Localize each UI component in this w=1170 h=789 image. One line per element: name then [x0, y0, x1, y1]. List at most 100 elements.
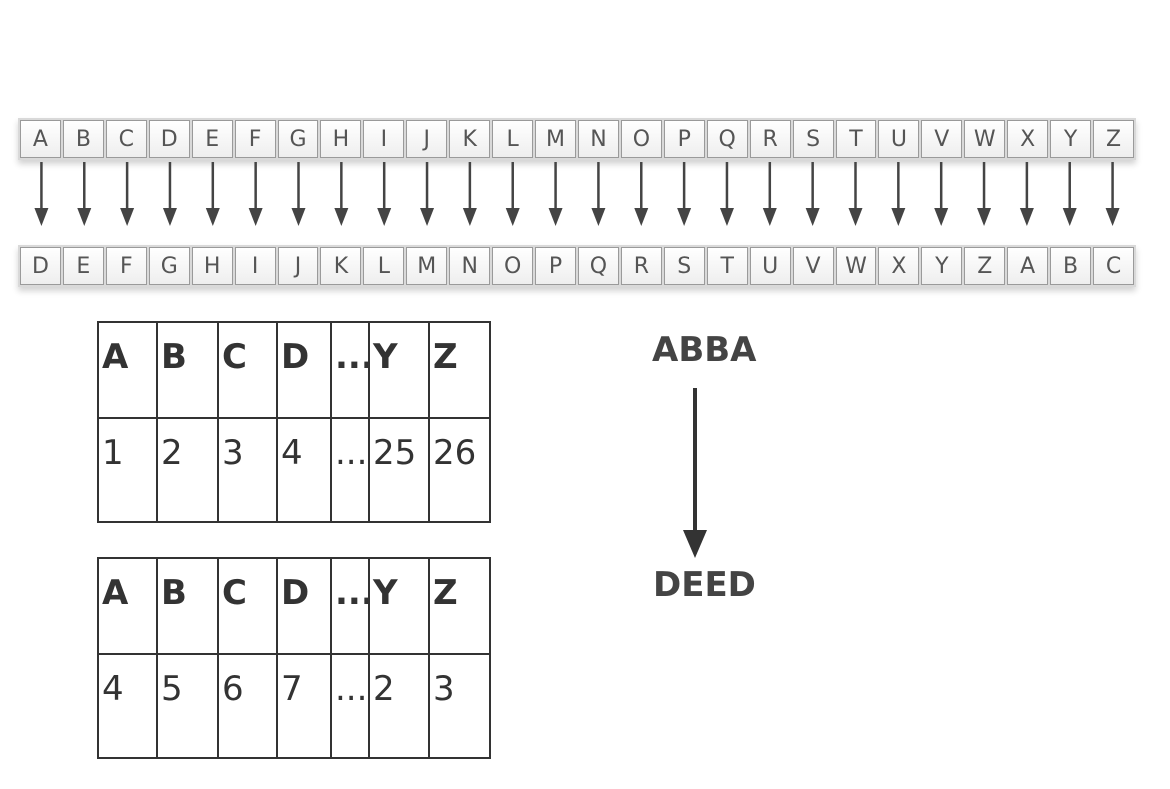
mapping-arrow: [677, 162, 692, 226]
cipher-letter-cell: O: [492, 247, 534, 285]
mapping-arrow: [462, 162, 477, 226]
table-cell: D: [276, 321, 332, 419]
table-cell: Z: [428, 557, 491, 655]
plain-letter-cell: H: [320, 120, 362, 158]
mapping-arrow: [505, 162, 520, 226]
table-cell: B: [156, 557, 219, 655]
plain-letter-cell: J: [406, 120, 448, 158]
table-cell: 6: [217, 653, 278, 759]
plain-letter-cell: R: [749, 120, 791, 158]
plain-letter-cell: N: [577, 120, 619, 158]
mapping-arrow: [548, 162, 563, 226]
cipher-letter-cell: H: [191, 247, 233, 285]
plain-letter-cell: S: [792, 120, 834, 158]
table-cell: 2: [156, 417, 219, 523]
table-cell: Y: [368, 321, 430, 419]
table-cell: 2: [368, 653, 430, 759]
table-cell: A: [97, 557, 158, 655]
mapping-arrow: [719, 162, 734, 226]
cipher-letter-cell: J: [277, 247, 319, 285]
plain-letter-cell: M: [535, 120, 576, 158]
mapping-arrow: [762, 162, 777, 226]
table-header-row: A B C D ... Y Z: [97, 557, 491, 655]
plain-letter-cell: B: [62, 120, 104, 158]
cipher-letter-cell: K: [320, 247, 362, 285]
cipher-letter-cell: D: [20, 247, 61, 285]
cipher-letter-cell: T: [706, 247, 748, 285]
table-cell: 1: [97, 417, 158, 523]
plain-letter-cell: F: [234, 120, 276, 158]
plain-letter-cell: W: [964, 120, 1006, 158]
cipher-letter-cell: C: [1093, 247, 1134, 285]
plain-letter-cell: C: [105, 120, 147, 158]
mapping-arrow: [291, 162, 306, 226]
cipher-letter-cell: L: [363, 247, 405, 285]
cipher-letter-cell: P: [535, 247, 576, 285]
cipher-letter-cell: X: [878, 247, 920, 285]
mapping-arrow: [248, 162, 263, 226]
cipher-letter-cell: N: [449, 247, 491, 285]
table-cell: 25: [368, 417, 430, 523]
plain-letter-cell: P: [663, 120, 705, 158]
cipher-letter-cell: F: [105, 247, 147, 285]
cipher-letter-cell: M: [406, 247, 448, 285]
mapping-arrow: [77, 162, 92, 226]
mapping-arrow: [634, 162, 649, 226]
plain-letter-cell: A: [20, 120, 61, 158]
mapping-arrow: [805, 162, 820, 226]
cipher-letter-cell: Z: [964, 247, 1006, 285]
table-value-row: 4 5 6 7 ... 2 3: [97, 653, 491, 759]
table-cell: ...: [330, 321, 370, 419]
table-cell: 3: [217, 417, 278, 523]
mapping-arrow: [205, 162, 220, 226]
table-cell: B: [156, 321, 219, 419]
mapping-arrow: [1019, 162, 1034, 226]
plain-letter-cell: Q: [706, 120, 748, 158]
mapping-arrow: [120, 162, 135, 226]
letter-to-number-table: A B C D ... Y Z 1 2 3 4 ... 25 26: [97, 321, 491, 523]
table-cell: C: [217, 557, 278, 655]
cipher-letter-cell: V: [792, 247, 834, 285]
plain-letter-cell: L: [492, 120, 534, 158]
cipher-letter-cell: I: [234, 247, 276, 285]
shifted-letter-number-table: A B C D ... Y Z 4 5 6 7 ... 2 3: [97, 557, 491, 759]
table-cell: 26: [428, 417, 491, 523]
cipher-letter-cell: Y: [921, 247, 963, 285]
example-plaintext: ABBA: [652, 330, 757, 370]
mapping-arrow: [420, 162, 435, 226]
cipher-letter-cell: E: [62, 247, 104, 285]
table-cell: Z: [428, 321, 491, 419]
table-cell: Y: [368, 557, 430, 655]
plain-letter-cell: V: [921, 120, 963, 158]
plain-letter-cell: E: [191, 120, 233, 158]
plain-letter-cell: D: [148, 120, 190, 158]
cipher-letter-cell: A: [1007, 247, 1049, 285]
mapping-arrow: [848, 162, 863, 226]
table-header-row: A B C D ... Y Z: [97, 321, 491, 419]
plain-letter-cell: Z: [1093, 120, 1134, 158]
table-cell: 4: [276, 417, 332, 523]
mapping-arrow: [34, 162, 49, 226]
mapping-arrow: [162, 162, 177, 226]
plain-letter-cell: I: [363, 120, 405, 158]
plain-letter-cell: X: [1007, 120, 1049, 158]
cipher-letter-cell: G: [148, 247, 190, 285]
table-cell: C: [217, 321, 278, 419]
cipher-letter-cell: U: [749, 247, 791, 285]
plain-letter-cell: K: [449, 120, 491, 158]
mapping-arrow: [934, 162, 949, 226]
mapping-arrow: [377, 162, 392, 226]
mapping-arrow: [891, 162, 906, 226]
table-cell: 4: [97, 653, 158, 759]
example-ciphertext: DEED: [653, 565, 756, 605]
mapping-arrow: [334, 162, 349, 226]
table-cell: 5: [156, 653, 219, 759]
cipher-letter-cell: R: [620, 247, 662, 285]
cipher-letter-cell: S: [663, 247, 705, 285]
table-cell: A: [97, 321, 158, 419]
plain-letter-cell: Y: [1050, 120, 1092, 158]
mapping-arrow: [1105, 162, 1120, 226]
